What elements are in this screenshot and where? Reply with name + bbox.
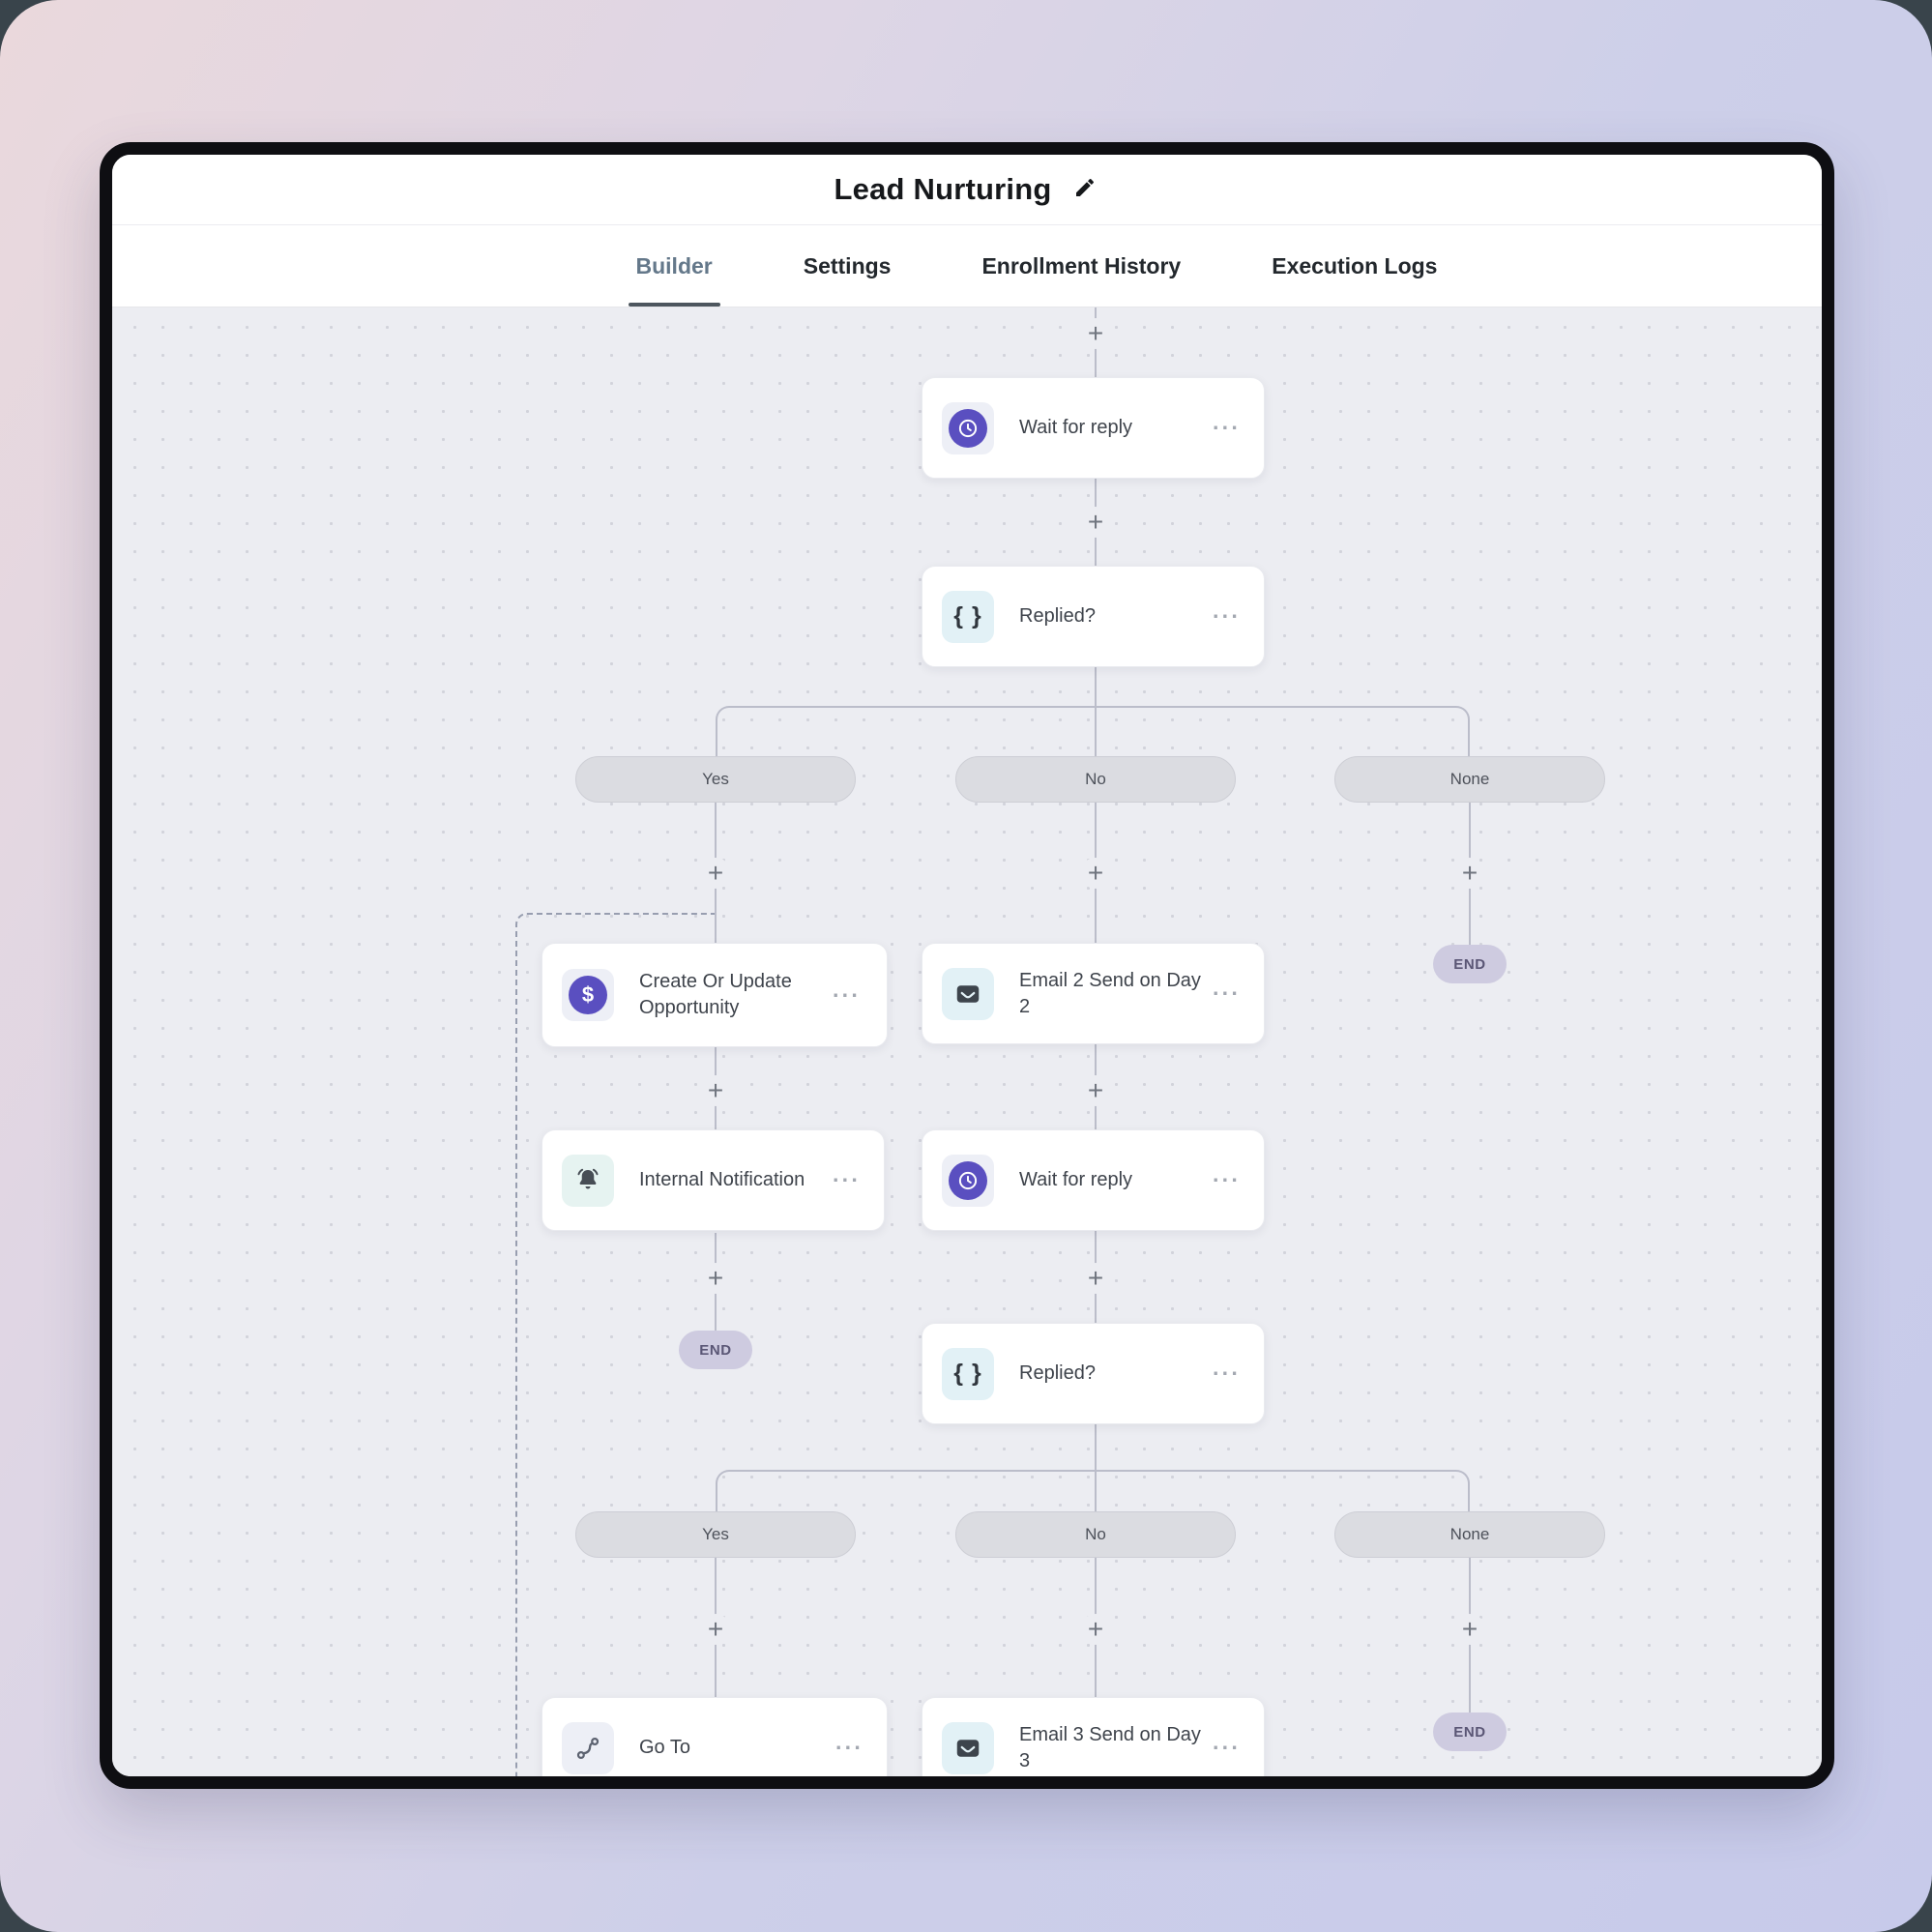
window-header: Lead Nurturing [112, 155, 1822, 225]
node-label: Go To [639, 1737, 690, 1758]
tab-settings[interactable]: Settings [803, 252, 892, 278]
node-menu-button[interactable]: ··· [835, 1735, 864, 1760]
add-step-button[interactable]: + [700, 1075, 731, 1106]
node-label: Create Or Update Opportunity [639, 971, 792, 1018]
tab-builder[interactable]: Builder [628, 225, 720, 307]
tab-execution-logs[interactable]: Execution Logs [1272, 252, 1438, 278]
tab-group: Builder Settings Enrollment History Exec… [628, 225, 1442, 307]
end-badge: END [1433, 1712, 1507, 1751]
node-label: Wait for reply [1019, 417, 1133, 438]
email-icon [942, 967, 994, 1020]
node-go-to[interactable]: Go To ··· [542, 1697, 888, 1776]
connector-line [1095, 667, 1097, 708]
connector-line [1095, 1472, 1097, 1511]
node-menu-button[interactable]: ··· [1213, 1361, 1241, 1386]
branch-pill-none[interactable]: None [1334, 1511, 1605, 1558]
workflow-canvas[interactable]: + + + + + + + + + + + + Wait for reply ·… [112, 307, 1822, 1776]
connector-line [1095, 708, 1097, 756]
node-label: Internal Notification [639, 1169, 805, 1190]
tab-enrollment-history[interactable]: Enrollment History [981, 252, 1182, 278]
opportunity-dollar-icon: $ [562, 969, 614, 1021]
branch-pill-no[interactable]: No [955, 1511, 1236, 1558]
node-wait-for-reply-1[interactable]: Wait for reply ··· [922, 377, 1265, 479]
node-label: Wait for reply [1019, 1169, 1133, 1190]
add-step-button[interactable]: + [700, 1263, 731, 1294]
node-menu-button[interactable]: ··· [833, 1167, 861, 1192]
goto-icon [562, 1721, 614, 1774]
node-label: Email 2 Send on Day 2 [1019, 969, 1201, 1017]
node-menu-button[interactable]: ··· [1213, 981, 1241, 1006]
add-step-button[interactable]: + [1454, 1614, 1485, 1645]
bell-icon [562, 1154, 614, 1207]
node-label: Replied? [1019, 1362, 1096, 1384]
node-email-3[interactable]: Email 3 Send on Day 3 ··· [922, 1697, 1265, 1776]
add-step-button[interactable]: + [1080, 507, 1111, 538]
node-menu-button[interactable]: ··· [1213, 1167, 1241, 1192]
clock-icon [942, 1154, 994, 1207]
node-create-or-update-opportunity[interactable]: $ Create Or Update Opportunity ··· [542, 943, 888, 1047]
branch-pill-yes[interactable]: Yes [575, 756, 856, 803]
branch-pill-yes[interactable]: Yes [575, 1511, 856, 1558]
tab-bar: Builder Settings Enrollment History Exec… [112, 225, 1822, 307]
condition-braces-icon: { } [942, 1347, 994, 1400]
add-step-button[interactable]: + [700, 1614, 731, 1645]
pencil-icon [1073, 176, 1097, 204]
node-menu-button[interactable]: ··· [1213, 1735, 1241, 1760]
node-menu-button[interactable]: ··· [833, 981, 861, 1008]
add-step-button[interactable]: + [1080, 858, 1111, 889]
node-internal-notification[interactable]: Internal Notification ··· [542, 1129, 885, 1231]
edit-title-button[interactable] [1070, 175, 1099, 204]
node-label: Email 3 Send on Day 3 [1019, 1723, 1201, 1771]
add-step-button[interactable]: + [700, 858, 731, 889]
node-menu-button[interactable]: ··· [1213, 603, 1241, 629]
add-step-button[interactable]: + [1080, 1263, 1111, 1294]
branch-split-connector [716, 706, 1470, 756]
add-step-button[interactable]: + [1080, 1614, 1111, 1645]
add-step-button[interactable]: + [1080, 1075, 1111, 1106]
clock-icon [942, 401, 994, 454]
node-menu-button[interactable]: ··· [1213, 415, 1241, 440]
node-label: Replied? [1019, 605, 1096, 627]
workflow-title: Lead Nurturing [834, 172, 1052, 206]
node-replied-condition-2[interactable]: { } Replied? ··· [922, 1323, 1265, 1424]
branch-pill-none[interactable]: None [1334, 756, 1605, 803]
node-wait-for-reply-2[interactable]: Wait for reply ··· [922, 1129, 1265, 1231]
email-icon [942, 1721, 994, 1774]
end-badge: END [1433, 945, 1507, 983]
node-replied-condition-1[interactable]: { } Replied? ··· [922, 566, 1265, 667]
node-email-2[interactable]: Email 2 Send on Day 2 ··· [922, 943, 1265, 1044]
branch-pill-no[interactable]: No [955, 756, 1236, 803]
connector-line [1095, 1424, 1097, 1470]
add-step-button[interactable]: + [1080, 318, 1111, 349]
end-badge: END [679, 1331, 752, 1369]
condition-braces-icon: { } [942, 590, 994, 643]
workflow-window: Lead Nurturing Builder Settings Enrollme… [100, 142, 1834, 1789]
branch-split-connector [716, 1470, 1470, 1511]
branch-selection-dashed-outline [515, 913, 715, 1776]
add-step-button[interactable]: + [1454, 858, 1485, 889]
